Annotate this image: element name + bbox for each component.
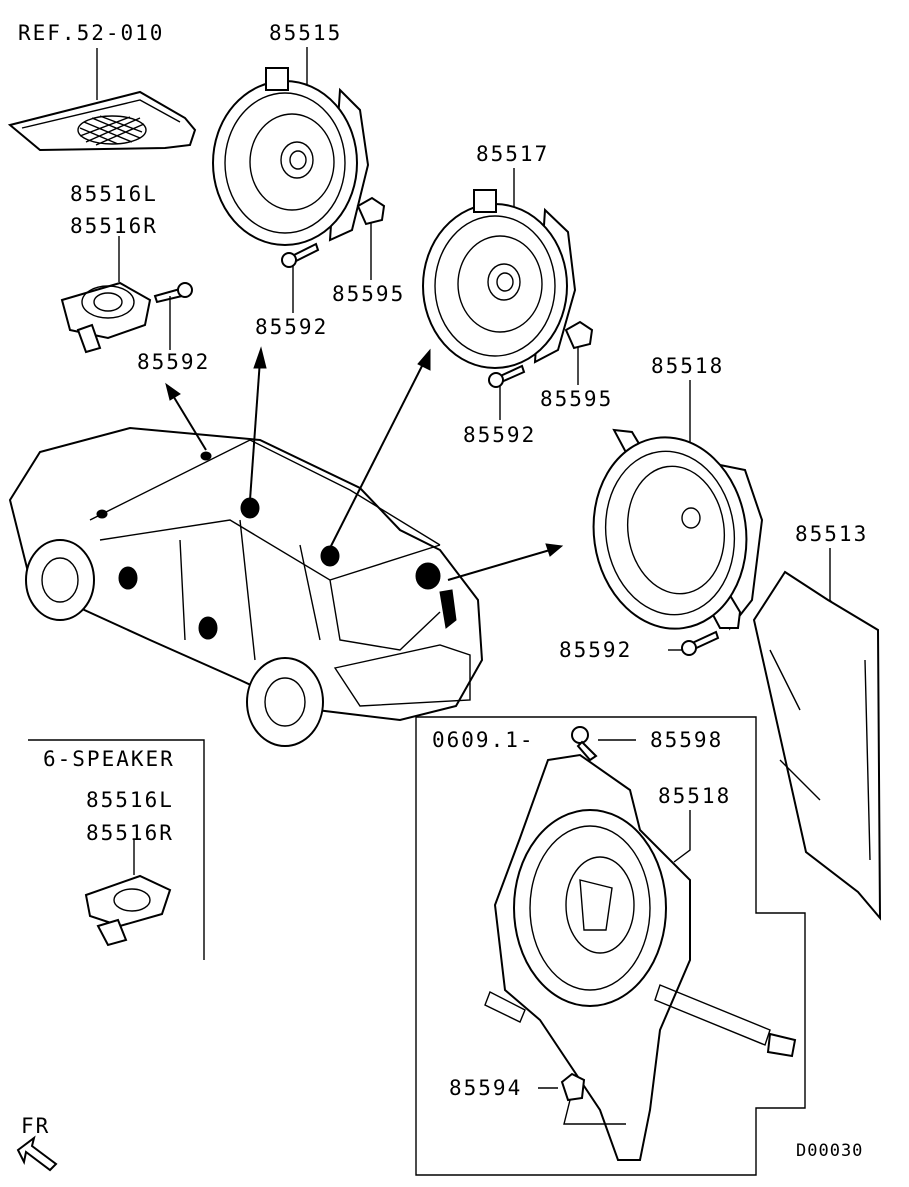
tweeter-top bbox=[60, 236, 152, 354]
speaker-icon bbox=[565, 856, 635, 954]
part-85592-label-a: 85592 bbox=[137, 350, 211, 374]
arrow-icon bbox=[545, 543, 564, 557]
part-85516l-label: 85516L bbox=[70, 182, 158, 206]
part-85516r-label: 85516R bbox=[70, 214, 158, 238]
part-85515-label: 85515 bbox=[269, 21, 343, 45]
part-85518-box-label: 85518 bbox=[658, 784, 732, 808]
clip-icon bbox=[560, 1072, 586, 1102]
part-85592-label-d: 85592 bbox=[559, 638, 633, 662]
screw-icon bbox=[281, 252, 297, 268]
screw-85592-b bbox=[281, 242, 320, 313]
screw-icon bbox=[488, 372, 504, 388]
tweeter-icon bbox=[113, 888, 151, 912]
grille-icon bbox=[77, 115, 147, 145]
part-85518-label: 85518 bbox=[651, 354, 725, 378]
clip-85595-b bbox=[564, 320, 594, 385]
front-arrow bbox=[16, 1135, 58, 1172]
speaker-85515 bbox=[212, 47, 370, 246]
part-85592-label-c: 85592 bbox=[463, 423, 537, 447]
speaker-icon bbox=[626, 465, 726, 595]
date-code-label: 0609.1- bbox=[432, 728, 535, 752]
speaker-icon bbox=[249, 113, 335, 211]
part-85594-label: 85594 bbox=[449, 1076, 523, 1100]
speaker-icon bbox=[457, 235, 543, 333]
ref-52-010-label: REF.52-010 bbox=[18, 21, 165, 45]
part-85517-label: 85517 bbox=[476, 142, 550, 166]
screw-icon bbox=[571, 726, 589, 744]
part-85513-label: 85513 bbox=[795, 522, 869, 546]
arrow-icon bbox=[16, 1135, 58, 1172]
part-85595-label-a: 85595 bbox=[332, 282, 406, 306]
speaker-85517 bbox=[422, 168, 577, 369]
panel-85513 bbox=[752, 548, 882, 921]
part-85516r-box-label: 85516R bbox=[86, 821, 174, 845]
six-speaker-label: 6-SPEAKER bbox=[43, 747, 175, 771]
speaker-85518 bbox=[592, 380, 764, 631]
screw-85592-a bbox=[153, 282, 193, 350]
screw-icon bbox=[177, 282, 193, 298]
part-85592-label-b: 85592 bbox=[255, 315, 329, 339]
variant-box bbox=[415, 716, 806, 1176]
dash-grille-panel bbox=[7, 48, 197, 152]
part-85598-label: 85598 bbox=[650, 728, 724, 752]
screw-85592-c bbox=[488, 364, 526, 420]
leader-arrows bbox=[165, 346, 564, 581]
screw-85592-d bbox=[668, 630, 720, 656]
part-85595-label-b: 85595 bbox=[540, 387, 614, 411]
clip-icon bbox=[564, 320, 594, 350]
vehicle bbox=[8, 426, 484, 747]
part-85516l-box-label: 85516L bbox=[86, 788, 174, 812]
front-label: FR bbox=[21, 1114, 51, 1138]
screw-icon bbox=[681, 640, 697, 656]
clip-icon bbox=[356, 196, 386, 226]
clip-85595-a bbox=[356, 196, 386, 280]
drawing-number-label: D00030 bbox=[796, 1141, 864, 1161]
six-speaker-bracket bbox=[28, 739, 205, 960]
tweeter-icon bbox=[81, 285, 135, 319]
